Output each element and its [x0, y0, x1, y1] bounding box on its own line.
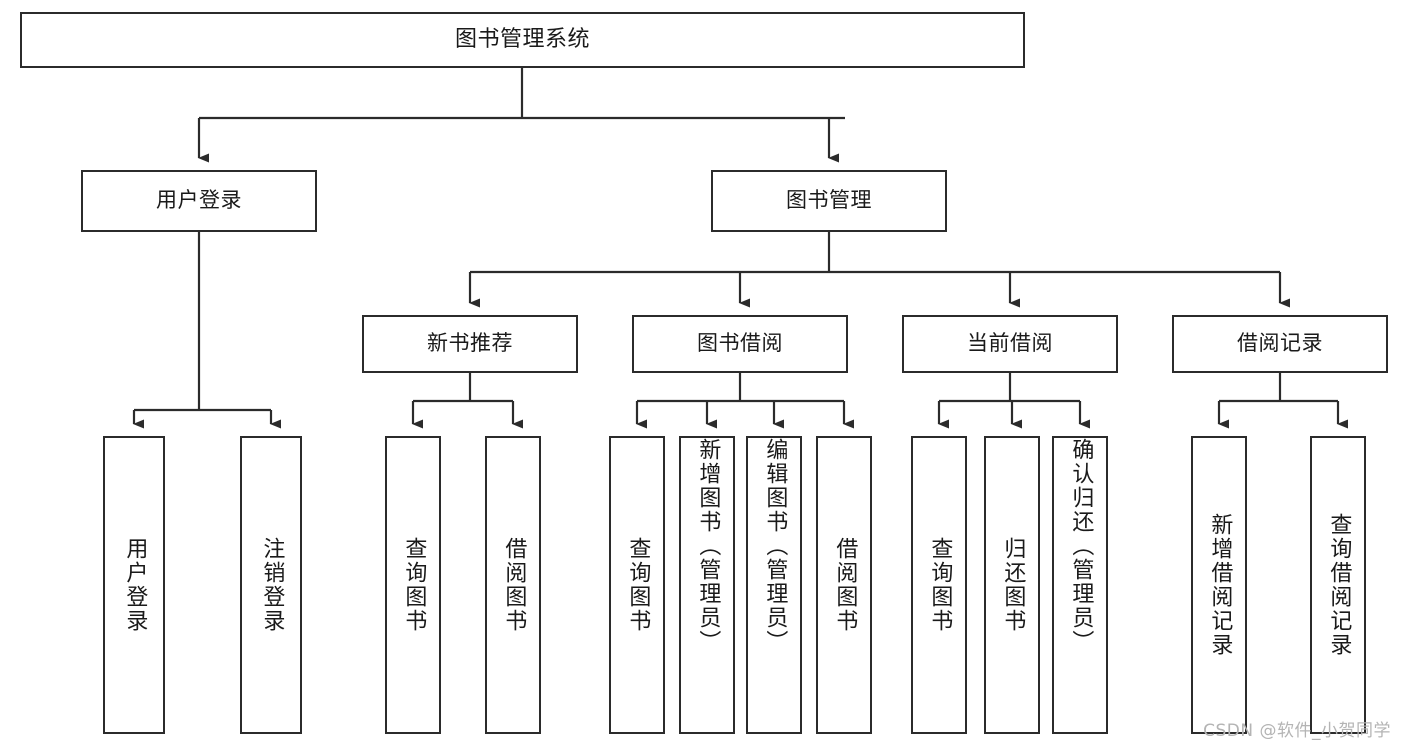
node-leaf-edit-book[interactable]: 编辑图书（管理员）	[746, 436, 802, 734]
node-leaf-add-book[interactable]: 新增图书（管理员）	[679, 436, 735, 734]
node-leaf-logout-label: 注销登录	[259, 537, 285, 633]
node-leaf-query-book-cb-label: 查询图书	[927, 537, 953, 633]
node-leaf-borrow-book-bw-label: 借阅图书	[832, 537, 858, 633]
node-leaf-borrow-book-rec-label: 借阅图书	[501, 537, 527, 633]
node-leaf-query-book-cb[interactable]: 查询图书	[911, 436, 967, 734]
node-leaf-query-record[interactable]: 查询借阅记录	[1310, 436, 1366, 734]
node-leaf-query-book-bw-label: 查询图书	[625, 537, 651, 633]
node-leaf-logout[interactable]: 注销登录	[240, 436, 302, 734]
node-leaf-query-book-rec[interactable]: 查询图书	[385, 436, 441, 734]
node-leaf-query-book-rec-label: 查询图书	[401, 537, 427, 633]
node-leaf-add-record[interactable]: 新增借阅记录	[1191, 436, 1247, 734]
node-leaf-return-book-label: 归还图书	[1000, 537, 1026, 633]
node-leaf-borrow-book-bw[interactable]: 借阅图书	[816, 436, 872, 734]
node-leaf-add-record-label: 新增借阅记录	[1207, 513, 1233, 657]
node-root-label: 图书管理系统	[454, 26, 590, 52]
node-user-login-label: 用户登录	[156, 188, 242, 213]
node-leaf-add-book-label: 新增图书（管理员）	[695, 438, 721, 654]
watermark-text: CSDN @软件_小贺同学	[1203, 721, 1391, 741]
node-current-borrow[interactable]: 当前借阅	[902, 315, 1118, 373]
node-leaf-query-book-bw[interactable]: 查询图书	[609, 436, 665, 734]
node-leaf-confirm-return-label: 确认归还（管理员）	[1068, 438, 1094, 654]
node-user-login[interactable]: 用户登录	[81, 170, 317, 232]
node-leaf-return-book[interactable]: 归还图书	[984, 436, 1040, 734]
node-borrow-record[interactable]: 借阅记录	[1172, 315, 1388, 373]
node-book-borrow[interactable]: 图书借阅	[632, 315, 848, 373]
node-leaf-user-login[interactable]: 用户登录	[103, 436, 165, 734]
node-book-manage-label: 图书管理	[786, 188, 872, 213]
node-root[interactable]: 图书管理系统	[20, 12, 1025, 68]
node-leaf-user-login-label: 用户登录	[122, 537, 148, 633]
node-borrow-record-label: 借阅记录	[1237, 331, 1323, 356]
node-book-manage[interactable]: 图书管理	[711, 170, 947, 232]
node-leaf-borrow-book-rec[interactable]: 借阅图书	[485, 436, 541, 734]
node-new-book-rec[interactable]: 新书推荐	[362, 315, 578, 373]
node-book-borrow-label: 图书借阅	[697, 331, 783, 356]
node-leaf-query-record-label: 查询借阅记录	[1326, 513, 1352, 657]
node-leaf-edit-book-label: 编辑图书（管理员）	[762, 438, 788, 654]
node-current-borrow-label: 当前借阅	[967, 331, 1053, 356]
node-new-book-rec-label: 新书推荐	[427, 331, 513, 356]
node-leaf-confirm-return[interactable]: 确认归还（管理员）	[1052, 436, 1108, 734]
